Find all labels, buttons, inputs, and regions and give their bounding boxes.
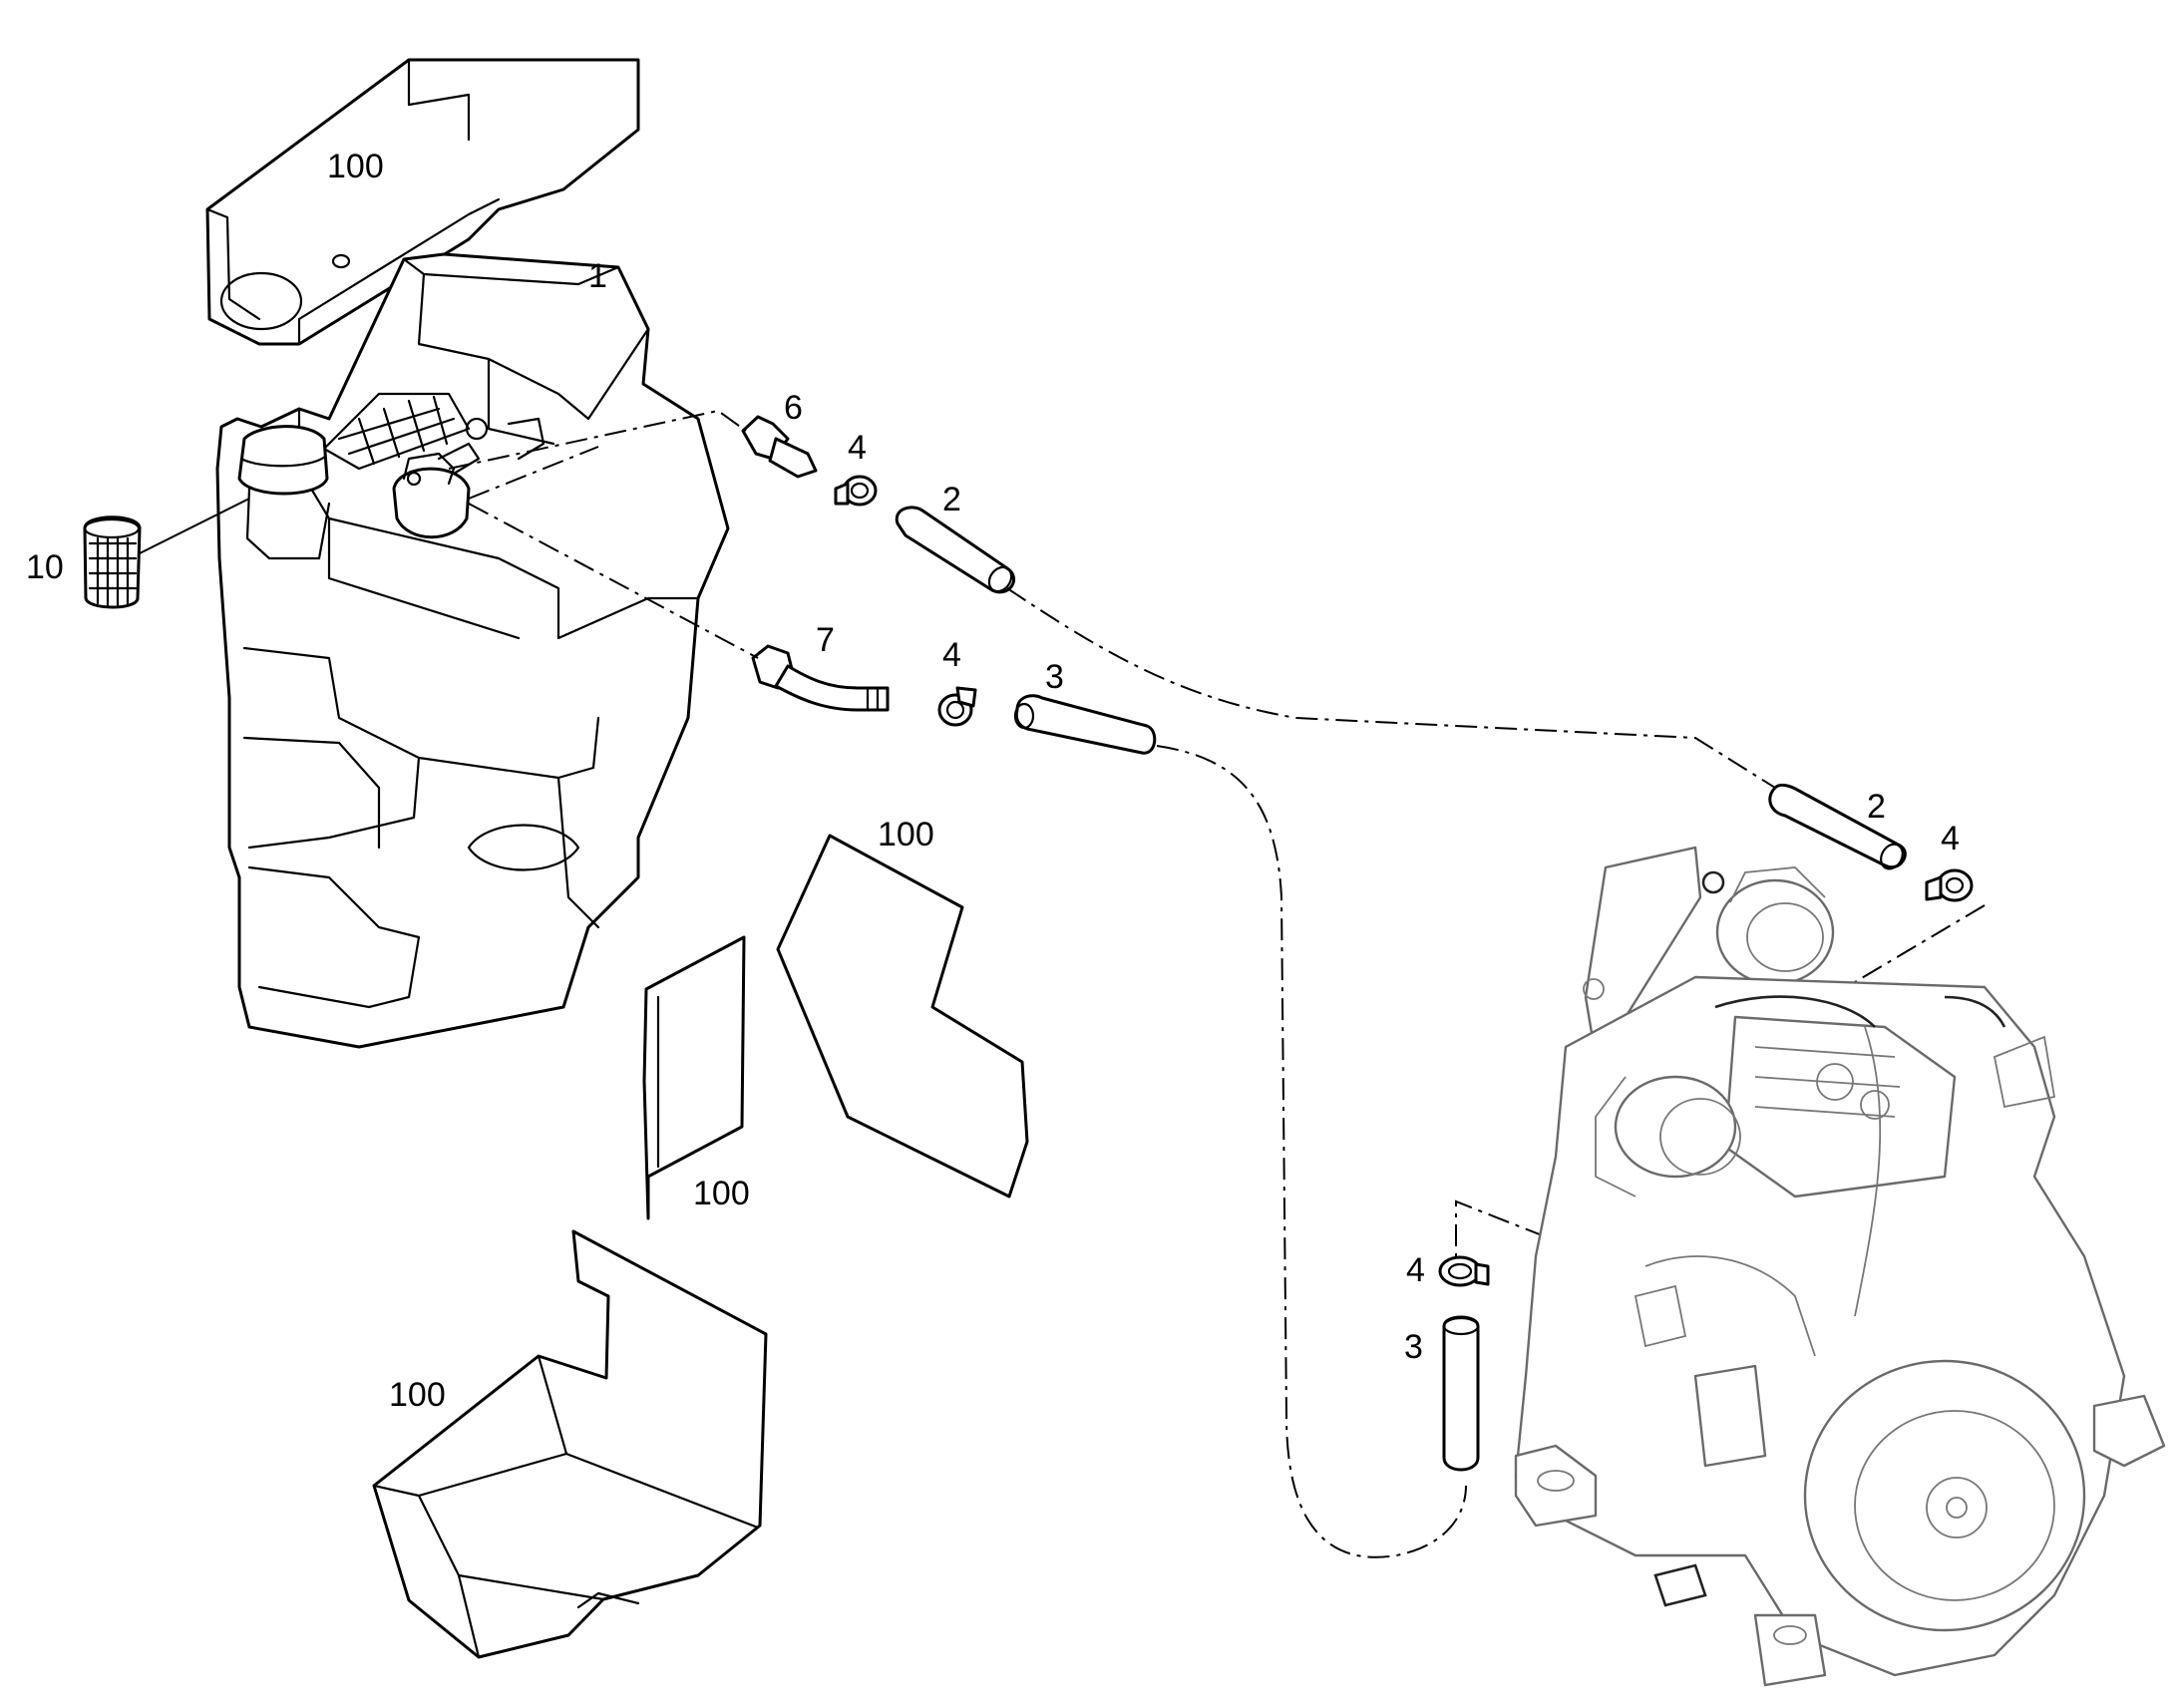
callout-clamp-upper: 4	[848, 429, 867, 467]
callout-clamp-middle: 4	[942, 636, 961, 674]
heat-shield-bottom	[372, 1229, 768, 1659]
heat-shield-mid-left	[642, 935, 746, 1220]
callout-heat-shield-mid-right: 100	[878, 816, 934, 854]
heat-shield-mid-right	[776, 834, 1029, 1198]
callout-tank: 1	[588, 257, 607, 295]
filler-strainer	[83, 498, 250, 609]
hose-clamp-middle	[937, 686, 977, 727]
engine-assembly	[1514, 846, 2166, 1687]
hose-2-upper	[895, 506, 1015, 594]
callout-hose-3-upper: 3	[1045, 658, 1064, 696]
callout-heat-shield-top: 100	[327, 148, 384, 185]
callout-hose-2-upper: 2	[942, 481, 961, 518]
hose-clamp-upper	[834, 475, 878, 507]
hose-3-upper	[1013, 694, 1157, 755]
heat-shield-top	[205, 58, 640, 346]
callout-hose-3-lower: 3	[1404, 1328, 1423, 1366]
hose-clamp-right	[1925, 868, 1974, 902]
callout-clamp-right: 4	[1941, 820, 1960, 857]
fuel-tank	[215, 252, 730, 1049]
callout-fitting-6: 6	[784, 389, 803, 427]
fitting-6	[741, 415, 818, 479]
callout-filler-strainer: 10	[26, 548, 64, 586]
callout-hose-2-lower: 2	[1867, 788, 1886, 826]
hose-3-lower	[1442, 1315, 1480, 1472]
callout-heat-shield-mid-left: 100	[693, 1175, 750, 1212]
callout-clamp-lower: 4	[1406, 1251, 1425, 1289]
callout-heat-shield-bottom: 100	[389, 1376, 446, 1414]
hose-2-lower	[1768, 783, 1907, 870]
hose-clamp-lower	[1438, 1255, 1490, 1287]
callout-fitting-7: 7	[816, 621, 835, 659]
fitting-7	[751, 644, 890, 712]
